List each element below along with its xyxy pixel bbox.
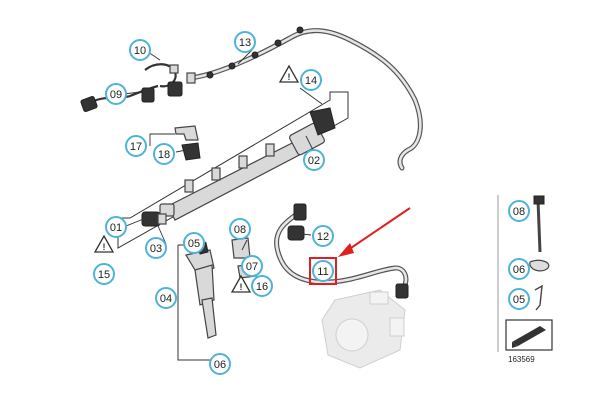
svg-text:05: 05 <box>513 294 525 306</box>
callout-16: 16 <box>251 275 273 297</box>
svg-text:09: 09 <box>110 89 122 101</box>
svg-text:03: 03 <box>150 243 162 255</box>
callout-14: 14 <box>300 69 322 91</box>
callout-08: 08 <box>229 218 251 240</box>
svg-text:05: 05 <box>188 238 200 250</box>
svg-text:!: ! <box>288 72 291 82</box>
svg-text:12: 12 <box>317 231 329 243</box>
callout-07: 07 <box>241 255 263 277</box>
leak-off-hose <box>186 26 423 171</box>
svg-text:16: 16 <box>256 281 268 293</box>
warning-icon: ! <box>230 274 252 293</box>
injector-group-bracket <box>177 245 210 361</box>
callout-11: 11 <box>312 260 334 282</box>
callout-05: 05 <box>183 232 205 254</box>
svg-text:!: ! <box>103 242 106 252</box>
warning-icon: ! <box>278 64 300 83</box>
svg-text:17: 17 <box>130 141 142 153</box>
svg-text:14: 14 <box>305 75 317 87</box>
callout-03: 03 <box>145 237 167 259</box>
red-arrow <box>338 207 411 257</box>
callout-13: 13 <box>234 31 256 53</box>
svg-text:04: 04 <box>160 293 172 305</box>
callout-06: 06 <box>209 353 231 375</box>
svg-text:02: 02 <box>308 155 320 167</box>
svg-text:06: 06 <box>214 359 226 371</box>
sensor-cable <box>80 63 183 112</box>
callout-15: 15 <box>93 263 115 285</box>
side-callout-08: 08 <box>508 200 530 222</box>
side-callout-06: 06 <box>508 258 530 280</box>
callout-17: 17 <box>125 135 147 157</box>
highlight-box <box>309 257 337 285</box>
callout-04: 04 <box>155 287 177 309</box>
side-callout-05: 05 <box>508 288 530 310</box>
high-pressure-line <box>274 203 409 299</box>
svg-text:08: 08 <box>234 224 246 236</box>
clip-brackets <box>174 125 201 161</box>
svg-text:01: 01 <box>110 222 122 234</box>
svg-text:!: ! <box>240 282 243 292</box>
callout-12: 12 <box>312 225 334 247</box>
callout-10: 10 <box>129 39 151 61</box>
injector <box>185 242 217 339</box>
svg-text:07: 07 <box>246 261 258 273</box>
retaining-clip <box>287 225 305 241</box>
callout-01: 01 <box>105 216 127 238</box>
warning-icon: ! <box>93 234 115 253</box>
svg-text:13: 13 <box>239 37 251 49</box>
svg-text:15: 15 <box>98 269 110 281</box>
reference-number: 163569 <box>508 355 535 364</box>
callout-18: 18 <box>153 143 175 165</box>
svg-text:06: 06 <box>513 264 525 276</box>
pressure-sensor <box>141 211 167 227</box>
callout-09: 09 <box>105 83 127 105</box>
callout-02: 02 <box>303 149 325 171</box>
svg-text:08: 08 <box>513 206 525 218</box>
high-pressure-pump <box>321 289 406 369</box>
svg-text:18: 18 <box>158 149 170 161</box>
svg-text:10: 10 <box>134 45 146 57</box>
svg-text:11: 11 <box>317 266 328 278</box>
side-panel-parts <box>529 195 550 311</box>
wrench-icon <box>505 319 553 351</box>
